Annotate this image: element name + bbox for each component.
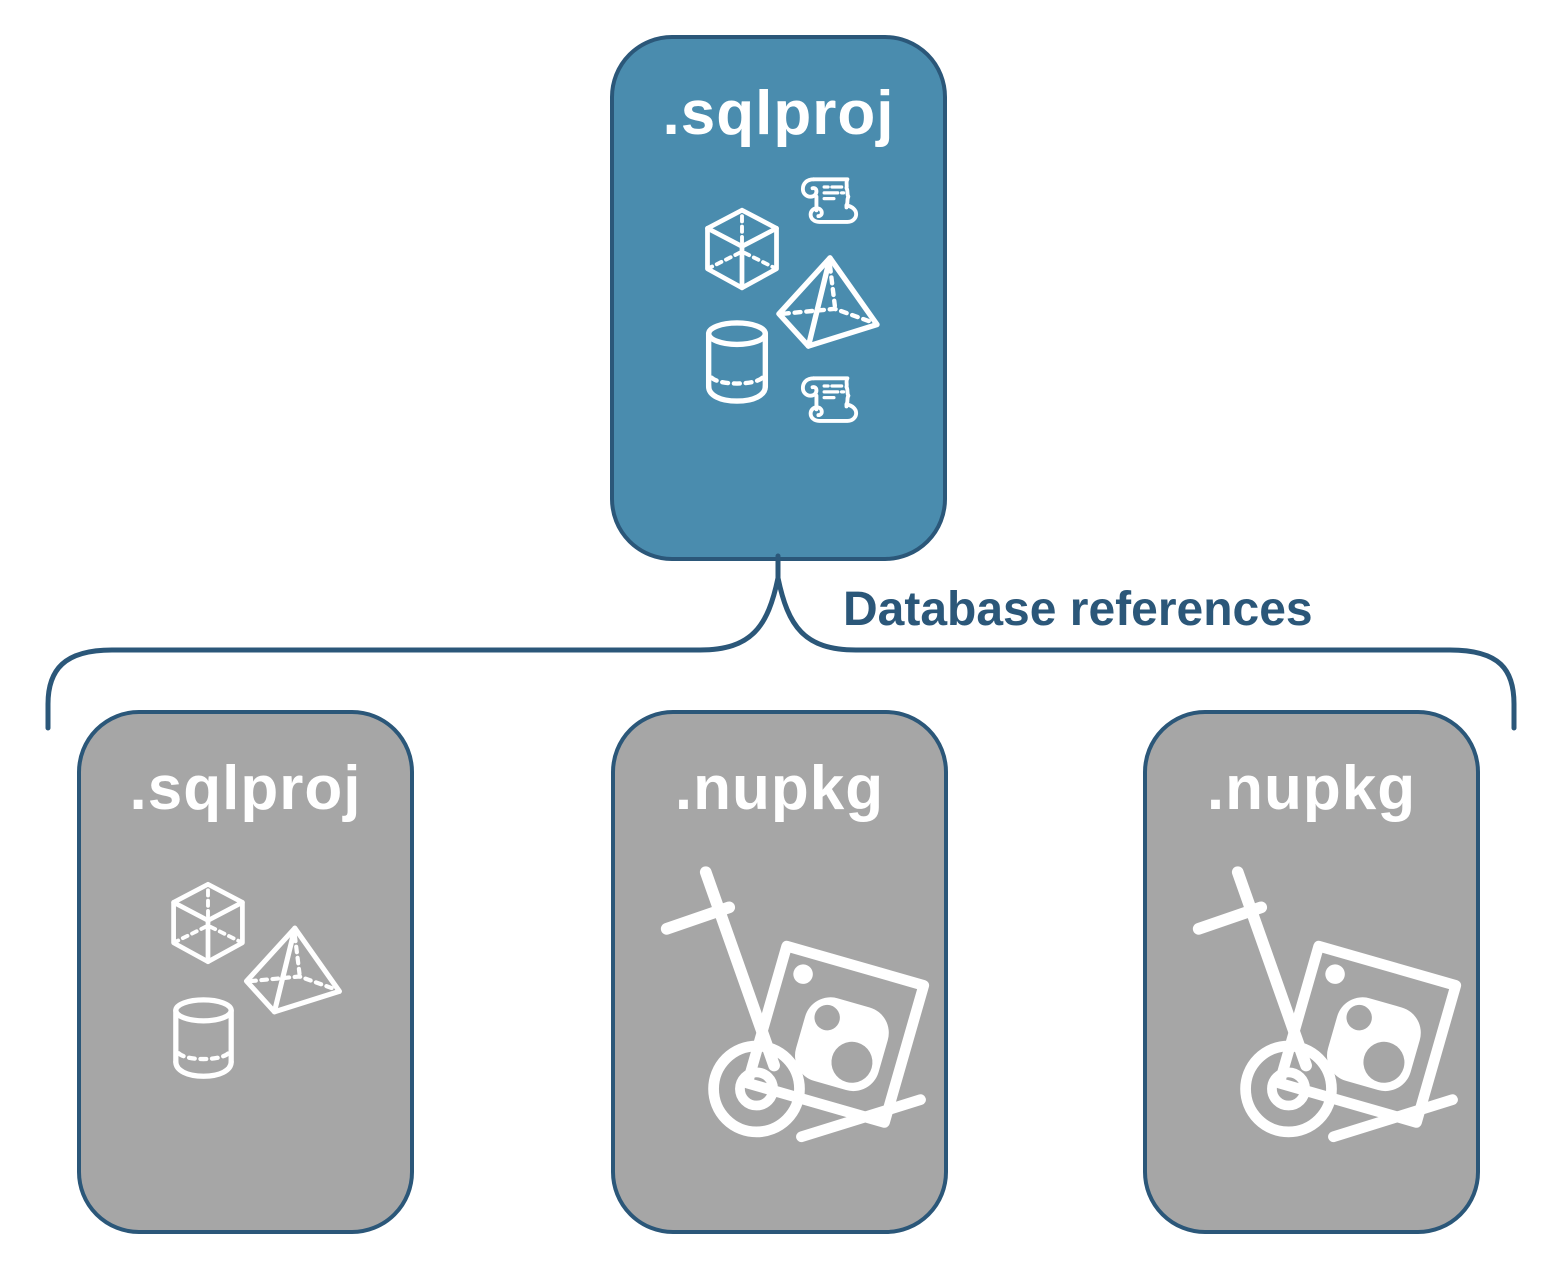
package-dolly-icon — [1187, 862, 1475, 1146]
nupkg-card-2: .nupkg — [1143, 710, 1480, 1234]
nupkg-card-1: .nupkg — [611, 710, 948, 1234]
cylinder-icon — [170, 997, 237, 1081]
connector-label: Database references — [843, 583, 1313, 636]
cylinder-icon — [702, 320, 772, 406]
sql-script-scroll-icon — [799, 175, 861, 232]
cube-icon — [165, 879, 251, 967]
pyramid-icon — [241, 921, 345, 1019]
root-card-title: .sqlproj — [662, 79, 895, 148]
child-card-title: .sqlproj — [129, 754, 362, 823]
child-card-title: .nupkg — [674, 754, 885, 823]
pyramid-icon — [772, 253, 884, 351]
sqlproj-child-card: .sqlproj — [77, 710, 414, 1234]
child-card-title: .nupkg — [1206, 754, 1417, 823]
package-dolly-icon — [655, 862, 943, 1146]
sqlproj-root-card: .sqlproj — [610, 35, 947, 561]
sql-script-scroll-icon — [799, 374, 861, 431]
